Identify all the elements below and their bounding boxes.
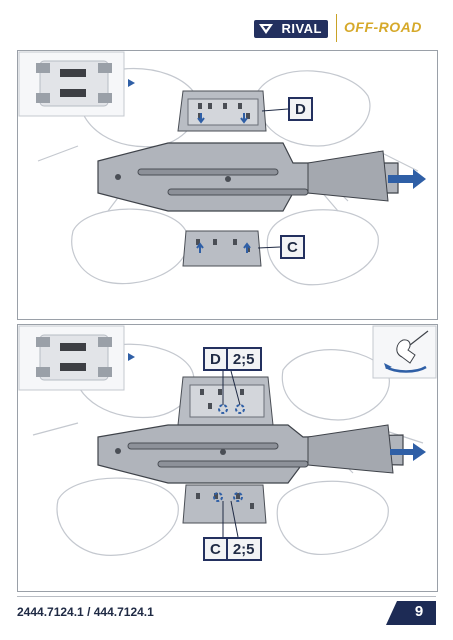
diagram-panel-1: D C: [17, 50, 438, 320]
callout-letter: D: [295, 100, 306, 118]
footer-divider: [17, 596, 436, 597]
skid-plate-main: [97, 142, 399, 212]
callout-value: 2;5: [225, 349, 260, 369]
atv-underside-diagram-1: [18, 51, 426, 286]
page-number: 9: [414, 603, 424, 620]
callout-letter: C: [287, 238, 298, 256]
skid-plate-d: [177, 376, 274, 426]
callout-letter: D: [210, 350, 221, 368]
wrench-tool-inset: [372, 325, 437, 379]
callout-c: C: [280, 235, 305, 259]
skid-plate-main: [97, 424, 404, 484]
direction-arrow-icon: [388, 169, 426, 189]
brand-secondary: OFF-ROAD: [344, 19, 422, 35]
atv-underside-diagram-2: [18, 325, 437, 556]
skid-plate-d: [177, 90, 267, 132]
rival-emblem-icon: [259, 24, 273, 34]
callout-value: 2;5: [225, 539, 260, 559]
pointer-arrow-icon: [128, 353, 135, 361]
pointer-arrow-icon: [128, 79, 135, 87]
skid-plate-c: [182, 230, 262, 267]
header: RIVAL OFF-ROAD: [0, 0, 453, 58]
logo-divider: [336, 14, 337, 42]
callout-d: D: [288, 97, 313, 121]
atv-thumbnail: [18, 325, 125, 391]
direction-arrow-icon: [390, 443, 426, 461]
rival-logo: RIVAL: [254, 20, 328, 38]
part-number: 2444.7124.1 / 444.7124.1: [17, 605, 154, 619]
atv-thumbnail: [18, 51, 125, 117]
brand-name: RIVAL: [281, 21, 322, 36]
skid-plate-c: [182, 484, 267, 524]
callout-letter: C: [210, 540, 221, 558]
callout-d-torque: D 2;5: [203, 347, 262, 371]
diagram-panel-2: D 2;5 C 2;5: [17, 324, 438, 592]
callout-c-torque: C 2;5: [203, 537, 262, 561]
